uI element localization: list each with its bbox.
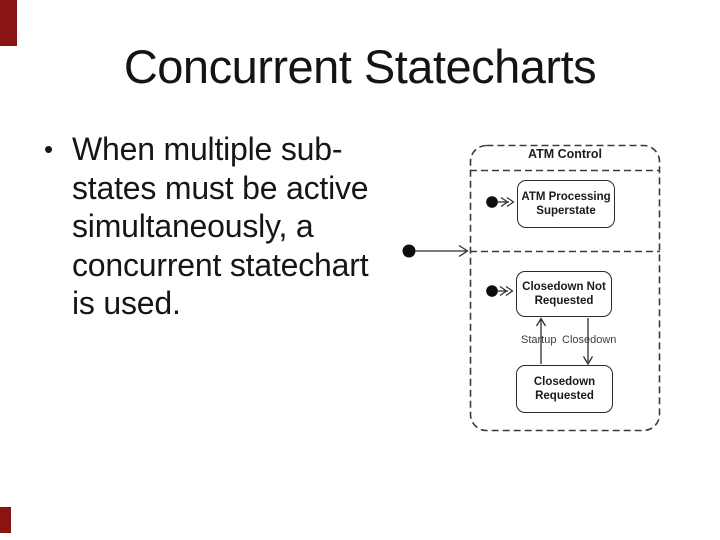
arrowhead-right-icon <box>505 286 514 296</box>
slide-accent-top-left <box>0 0 17 46</box>
arrowhead-right-icon <box>499 286 508 296</box>
state-atm-processing-superstate: ATM Processing Superstate <box>517 180 615 228</box>
arrowhead-right-icon <box>506 197 515 207</box>
initial-state-dot-external <box>402 244 416 258</box>
slide-title: Concurrent Statecharts <box>123 40 597 93</box>
atm-control-label: ATM Control <box>527 147 603 161</box>
initial-state-dot-bottom <box>486 285 498 297</box>
arrowhead-down-icon <box>582 356 594 366</box>
atm-control-frame <box>469 144 661 432</box>
arrowhead-right-icon <box>458 244 469 258</box>
bullet-item-text: When multiple sub- states must be active… <box>72 131 369 321</box>
bullet-icon: • <box>44 134 54 164</box>
transition-label-startup: Startup <box>521 334 557 346</box>
arrowhead-right-icon <box>500 197 509 207</box>
bullet-list: • When multiple sub- states must be acti… <box>44 130 396 323</box>
arrowhead-up-icon <box>535 317 547 327</box>
state-closedown-requested: Closedown Requested <box>516 365 613 413</box>
slide-accent-bottom-left <box>0 507 11 533</box>
state-closedown-not-requested: Closedown Not Requested <box>516 271 612 317</box>
transition-label-closedown: Closedown <box>562 334 617 346</box>
initial-state-dot-top <box>486 196 498 208</box>
